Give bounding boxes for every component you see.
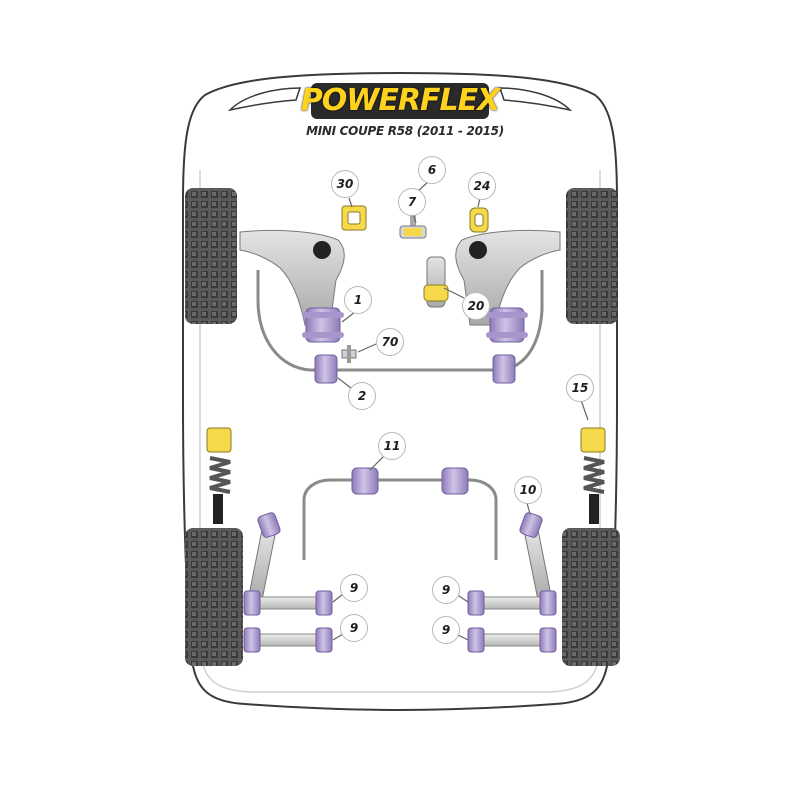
vehicle-model-title: MINI COUPE R58 (2011 - 2015) <box>306 124 504 138</box>
rear-lower-arm-left <box>243 627 333 653</box>
front-arb-bush-right <box>492 354 516 384</box>
tyre-rear-right <box>562 528 620 666</box>
rear-trailing-bush-right <box>519 512 543 538</box>
callout-7: 7 <box>398 188 426 216</box>
tyre-rear-left <box>185 528 243 666</box>
front-arb-bush-left <box>314 354 338 384</box>
rear-lower-arm-right <box>467 627 557 653</box>
front-wishbone-bush-left <box>302 307 344 343</box>
engine-mount-20-part <box>423 256 449 308</box>
callout-9-rear-left-upper: 9 <box>340 574 368 602</box>
mount-30-part <box>341 205 367 231</box>
front-wishbone-bush-right <box>486 307 528 343</box>
rear-arb-bush-left <box>351 467 379 495</box>
rear-coilover-right <box>580 427 606 524</box>
logo-text: POWERFLEX <box>300 83 500 118</box>
callout-20: 20 <box>462 292 490 320</box>
callout-1: 1 <box>344 286 372 314</box>
tyre-front-left <box>185 188 237 324</box>
headlight-left <box>227 87 302 112</box>
rear-upper-arm-right <box>467 590 557 616</box>
callout-11: 11 <box>378 432 406 460</box>
powerflex-logo: POWERFLEX <box>301 83 500 119</box>
callout-9-rear-right-upper: 9 <box>432 576 460 604</box>
tyre-front-right <box>566 188 618 324</box>
rear-arb-bush-right <box>441 467 469 495</box>
callout-9-rear-right-lower: 9 <box>432 616 460 644</box>
callout-70: 70 <box>376 328 404 356</box>
wishbone-hole-right <box>469 241 487 259</box>
callout-9-rear-left-lower: 9 <box>340 614 368 642</box>
headlight-right <box>498 87 573 112</box>
front-anti-roll-bar <box>256 270 544 372</box>
callout-10: 10 <box>514 476 542 504</box>
bush-70-part <box>341 345 357 363</box>
callout-6: 6 <box>418 156 446 184</box>
rear-trailing-bush-left <box>257 512 281 538</box>
rear-anti-roll-bar <box>302 478 498 560</box>
wishbone-hole-left <box>313 241 331 259</box>
rear-coilover-left <box>206 427 232 524</box>
rear-upper-arm-left <box>243 590 333 616</box>
callout-24: 24 <box>468 172 496 200</box>
callout-30: 30 <box>331 170 359 198</box>
mount-24-part <box>469 207 489 233</box>
callout-2: 2 <box>348 382 376 410</box>
callout-15: 15 <box>566 374 594 402</box>
